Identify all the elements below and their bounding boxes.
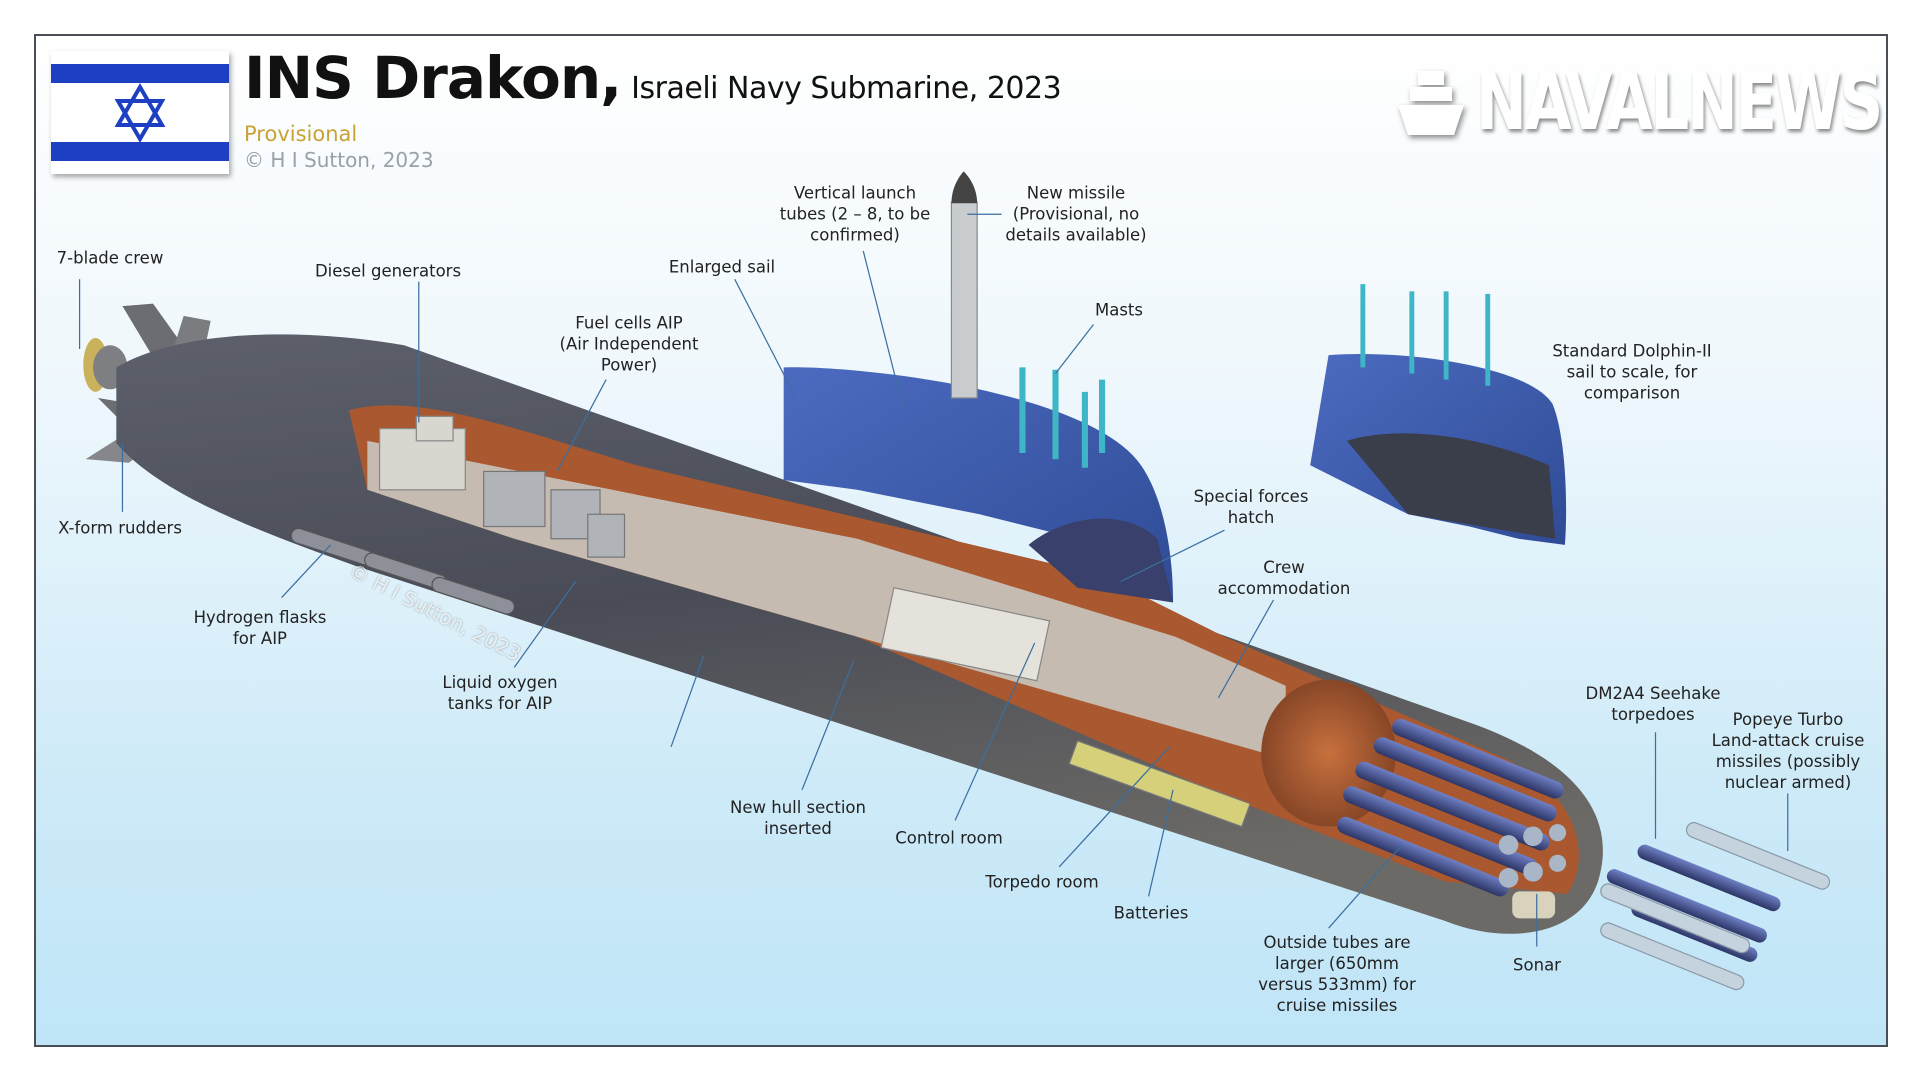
title-subtitle: Israeli Navy Submarine, 2023: [631, 71, 1062, 106]
label-masts: Masts: [1094, 300, 1144, 320]
label-dolphin-sail: Standard Dolphin-II sail to scale, for c…: [1552, 341, 1712, 403]
dolphin-masts: [1360, 284, 1491, 386]
label-popeye: Popeye Turbo Land-attack cruise missiles…: [1711, 710, 1865, 792]
sonar: [1512, 891, 1556, 919]
provisional-label: Provisional: [244, 122, 358, 146]
sail-cutaway: [1028, 518, 1174, 603]
label-hydrogen: Hydrogen flasks for AIP: [193, 608, 327, 648]
tube-doors: [1498, 824, 1567, 888]
control-room: [880, 587, 1051, 682]
title-main: INS Drakon,: [244, 44, 622, 112]
label-outside-tubes: Outside tubes are larger (650mm versus 5…: [1258, 933, 1416, 1015]
torpedo-tubes: [1336, 718, 1564, 897]
label-propeller: 7-blade crew: [56, 248, 164, 268]
label-missile: New missile (Provisional, no details ava…: [1005, 183, 1147, 245]
label-control-room: Control room: [895, 828, 1003, 848]
label-torpedo-room: Torpedo room: [985, 872, 1099, 892]
copyright: © H I Sutton, 2023: [244, 148, 434, 172]
logo-text: NAVALNEWS: [1476, 58, 1883, 148]
label-batteries: Batteries: [1113, 903, 1189, 923]
israel-flag: [51, 51, 229, 174]
label-hatch: Special forces hatch: [1193, 487, 1309, 527]
new-missile: [950, 171, 978, 399]
label-vlt: Vertical launch tubes (2 – 8, to be conf…: [779, 183, 931, 245]
bow-pressure-bulkhead: [1261, 679, 1396, 827]
label-lox: Liquid oxygen tanks for AIP: [442, 673, 558, 713]
ship-icon: [1398, 71, 1464, 135]
label-torpedoes: DM2A4 Seehake torpedoes: [1585, 684, 1721, 724]
hydrogen-flasks: [290, 527, 515, 615]
label-crew: Crew accommodation: [1217, 558, 1351, 598]
label-sonar: Sonar: [1513, 955, 1561, 975]
label-sail: Enlarged sail: [668, 257, 776, 277]
label-rudders: X-form rudders: [58, 518, 182, 538]
enlarged-sail: [783, 367, 1174, 603]
masts: [1019, 367, 1106, 468]
fuel-cells: [483, 470, 626, 558]
label-diesel: Diesel generators: [314, 261, 462, 281]
popeye-missiles: [1600, 822, 1831, 991]
navalnews-logo: NAVALNEWS: [1396, 58, 1920, 148]
batteries: [1068, 740, 1251, 828]
dolphin-sail-cutaway: [1346, 433, 1556, 539]
diesel-generators: [378, 415, 466, 491]
page-title: INS Drakon, Israeli Navy Submarine, 2023: [244, 44, 1062, 112]
star-of-david-icon: [114, 83, 166, 143]
label-fuel-cells: Fuel cells AIP (Air Independent Power): [559, 313, 699, 375]
leader-lines: [78, 213, 1789, 947]
label-hull-section: New hull section inserted: [730, 798, 866, 838]
